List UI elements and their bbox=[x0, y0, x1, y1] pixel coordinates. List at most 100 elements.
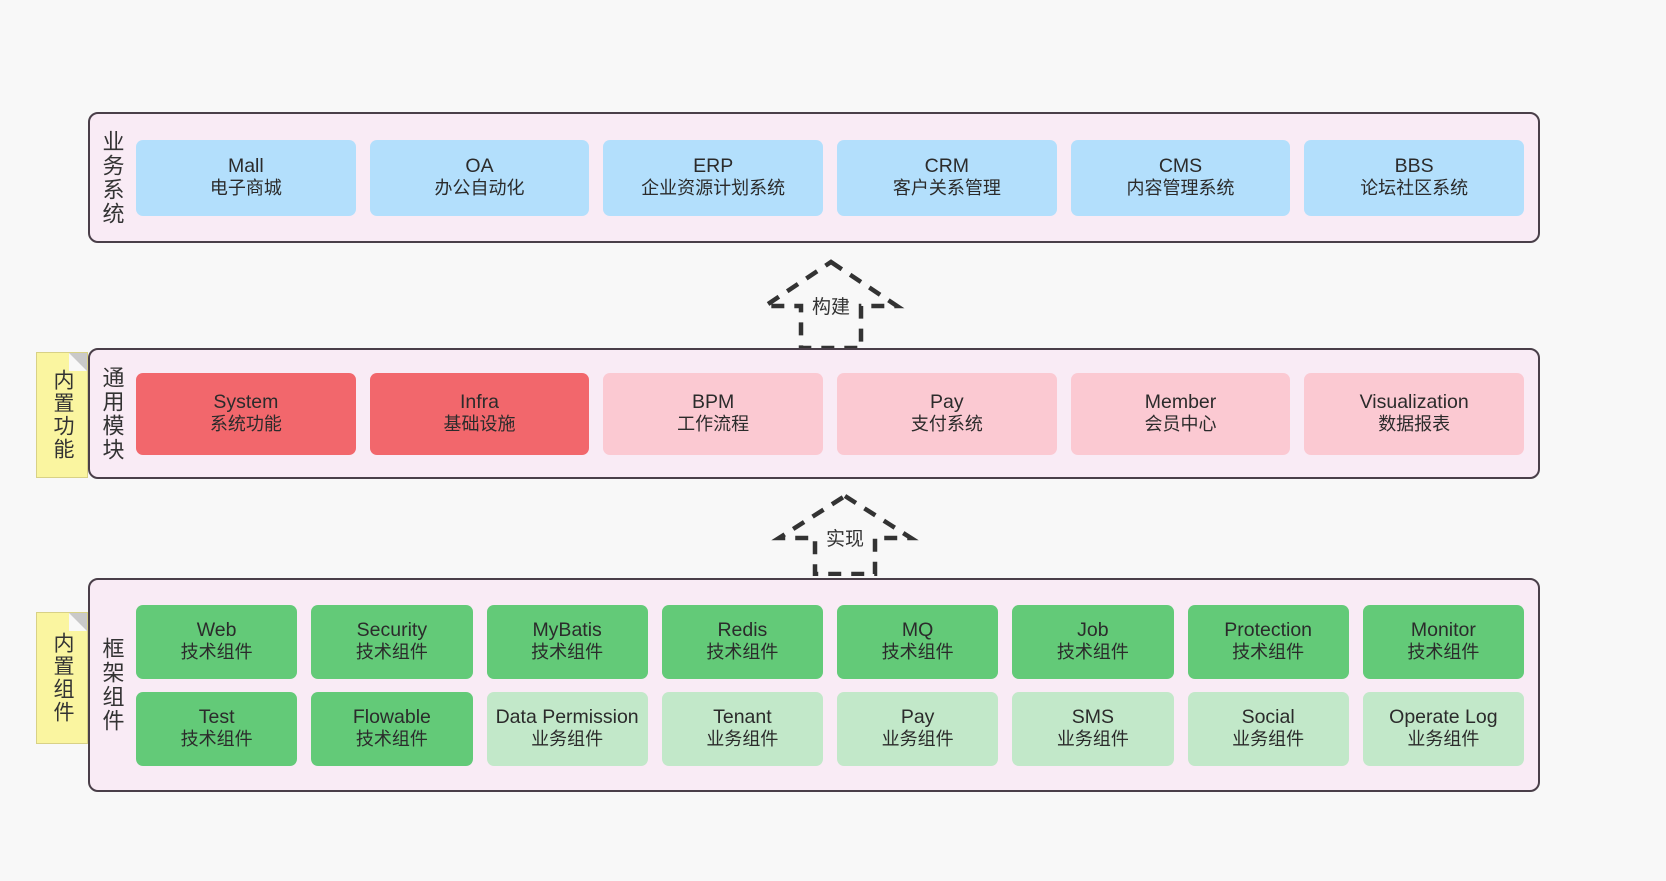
arrow-implement-label: 实现 bbox=[825, 529, 865, 550]
node-subtitle: 客户关系管理 bbox=[892, 178, 1001, 199]
node-title: CMS bbox=[1158, 154, 1203, 177]
section-common-modules: 通用模块 System 系统功能 Infra 基础设施 BPM 工作流程 Pay… bbox=[88, 348, 1540, 479]
node-job[interactable]: Job 技术组件 bbox=[1012, 604, 1174, 679]
node-subtitle: 基础设施 bbox=[443, 414, 516, 435]
node-subtitle: 内容管理系统 bbox=[1126, 178, 1235, 199]
node-visualization[interactable]: Visualization 数据报表 bbox=[1304, 372, 1525, 455]
section-body-business-system: Mall 电子商城 OA 办公自动化 ERP 企业资源计划系统 CRM 客户关系… bbox=[134, 114, 1538, 241]
node-subtitle: 技术组件 bbox=[180, 642, 253, 663]
node-title: SMS bbox=[1071, 705, 1114, 728]
node-subtitle: 技术组件 bbox=[1407, 642, 1480, 663]
node-subtitle: 工作流程 bbox=[677, 414, 750, 435]
section-label-common-modules: 通用模块 bbox=[99, 365, 125, 462]
node-subtitle: 技术组件 bbox=[706, 642, 779, 663]
node-test[interactable]: Test 技术组件 bbox=[136, 691, 298, 766]
node-title: Member bbox=[1144, 390, 1217, 413]
node-title: Job bbox=[1077, 618, 1109, 641]
note-builtin-components-label: 内置组件 bbox=[51, 632, 75, 724]
node-subtitle: 业务组件 bbox=[1056, 729, 1129, 750]
node-title: Tenant bbox=[713, 705, 772, 728]
node-social[interactable]: Social 业务组件 bbox=[1187, 691, 1349, 766]
node-data-permission[interactable]: Data Permission 业务组件 bbox=[486, 691, 648, 766]
node-title: Social bbox=[1241, 705, 1295, 728]
node-mall[interactable]: Mall 电子商城 bbox=[136, 139, 356, 216]
node-oa[interactable]: OA 办公自动化 bbox=[369, 139, 590, 216]
node-system[interactable]: System 系统功能 bbox=[136, 372, 356, 455]
node-mq[interactable]: MQ 技术组件 bbox=[837, 604, 999, 679]
note-builtin-features: 内置功能 bbox=[36, 352, 88, 478]
node-title: Redis bbox=[717, 618, 768, 641]
node-title: Protection bbox=[1224, 618, 1313, 641]
node-subtitle: 办公自动化 bbox=[434, 178, 525, 199]
section-body-common-modules: System 系统功能 Infra 基础设施 BPM 工作流程 Pay 支付系统… bbox=[134, 350, 1538, 477]
node-monitor[interactable]: Monitor 技术组件 bbox=[1362, 604, 1524, 679]
node-title: Test bbox=[198, 705, 235, 728]
node-row-business: Mall 电子商城 OA 办公自动化 ERP 企业资源计划系统 CRM 客户关系… bbox=[136, 139, 1525, 216]
node-title: Mall bbox=[227, 154, 264, 177]
node-title: Flowable bbox=[352, 705, 431, 728]
node-title: Pay bbox=[900, 705, 935, 728]
node-row-tech-components: Web 技术组件 Security 技术组件 MyBatis 技术组件 Redi… bbox=[136, 604, 1524, 679]
node-title: BBS bbox=[1394, 154, 1434, 177]
node-redis[interactable]: Redis 技术组件 bbox=[661, 604, 823, 679]
node-subtitle: 支付系统 bbox=[910, 414, 983, 435]
node-security[interactable]: Security 技术组件 bbox=[311, 604, 473, 679]
node-title: Pay bbox=[930, 390, 964, 413]
note-fold-icon bbox=[69, 353, 87, 371]
node-web[interactable]: Web 技术组件 bbox=[136, 604, 298, 679]
node-subtitle: 业务组件 bbox=[531, 729, 604, 750]
node-title: System bbox=[213, 390, 279, 413]
node-erp[interactable]: ERP 企业资源计划系统 bbox=[603, 139, 824, 216]
node-flowable[interactable]: Flowable 技术组件 bbox=[311, 691, 473, 766]
node-pay-component[interactable]: Pay 业务组件 bbox=[837, 691, 999, 766]
node-title: MyBatis bbox=[532, 618, 602, 641]
node-crm[interactable]: CRM 客户关系管理 bbox=[837, 139, 1057, 216]
node-subtitle: 业务组件 bbox=[706, 729, 779, 750]
node-title: MQ bbox=[901, 618, 934, 641]
node-member[interactable]: Member 会员中心 bbox=[1070, 372, 1291, 455]
node-title: Monitor bbox=[1410, 618, 1476, 641]
node-title: Visualization bbox=[1359, 390, 1469, 413]
node-sms[interactable]: SMS 业务组件 bbox=[1012, 691, 1174, 766]
node-operate-log[interactable]: Operate Log 业务组件 bbox=[1362, 691, 1524, 766]
node-row-business-components: Test 技术组件 Flowable 技术组件 Data Permission … bbox=[136, 691, 1524, 766]
node-protection[interactable]: Protection 技术组件 bbox=[1187, 604, 1349, 679]
node-subtitle: 企业资源计划系统 bbox=[641, 178, 786, 199]
node-title: Security bbox=[356, 618, 428, 641]
node-subtitle: 技术组件 bbox=[180, 729, 253, 750]
node-bbs[interactable]: BBS 论坛社区系统 bbox=[1304, 139, 1525, 216]
node-subtitle: 技术组件 bbox=[355, 642, 428, 663]
node-cms[interactable]: CMS 内容管理系统 bbox=[1070, 139, 1291, 216]
node-rows-framework: Web 技术组件 Security 技术组件 MyBatis 技术组件 Redi… bbox=[136, 604, 1524, 766]
section-label-framework-components: 框架组件 bbox=[99, 637, 125, 733]
arrow-build: 构建 bbox=[757, 258, 905, 350]
node-subtitle: 技术组件 bbox=[531, 642, 604, 663]
node-title: ERP bbox=[693, 154, 734, 177]
note-builtin-components: 内置组件 bbox=[36, 612, 88, 744]
node-pay-module[interactable]: Pay 支付系统 bbox=[837, 372, 1057, 455]
node-title: BPM bbox=[692, 390, 735, 413]
node-title: Web bbox=[196, 618, 237, 641]
node-subtitle: 技术组件 bbox=[1232, 642, 1305, 663]
node-title: CRM bbox=[924, 154, 970, 177]
node-tenant[interactable]: Tenant 业务组件 bbox=[661, 691, 823, 766]
node-subtitle: 技术组件 bbox=[1056, 642, 1129, 663]
note-builtin-features-label: 内置功能 bbox=[51, 369, 75, 461]
node-infra[interactable]: Infra 基础设施 bbox=[369, 372, 590, 455]
section-business-system: 业务系统 Mall 电子商城 OA 办公自动化 ERP 企业资源计划系统 CRM… bbox=[88, 112, 1540, 243]
node-title: Operate Log bbox=[1389, 705, 1498, 728]
node-subtitle: 业务组件 bbox=[1407, 729, 1480, 750]
note-fold-icon bbox=[69, 613, 87, 631]
node-subtitle: 电子商城 bbox=[209, 178, 282, 199]
section-framework-components: 框架组件 Web 技术组件 Security 技术组件 MyBatis 技术组件 bbox=[88, 578, 1540, 792]
node-subtitle: 业务组件 bbox=[881, 729, 954, 750]
node-bpm[interactable]: BPM 工作流程 bbox=[603, 372, 824, 455]
node-subtitle: 业务组件 bbox=[1232, 729, 1305, 750]
node-title: OA bbox=[465, 154, 494, 177]
node-subtitle: 数据报表 bbox=[1378, 414, 1451, 435]
node-subtitle: 论坛社区系统 bbox=[1360, 178, 1469, 199]
node-row-modules: System 系统功能 Infra 基础设施 BPM 工作流程 Pay 支付系统… bbox=[136, 372, 1525, 455]
section-label-business-system: 业务系统 bbox=[99, 129, 125, 226]
node-mybatis[interactable]: MyBatis 技术组件 bbox=[486, 604, 648, 679]
